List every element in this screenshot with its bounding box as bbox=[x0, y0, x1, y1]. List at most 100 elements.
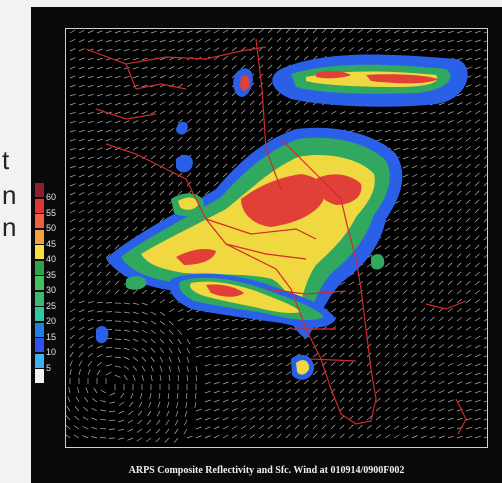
wind-barb bbox=[105, 320, 113, 322]
wind-barb bbox=[150, 181, 156, 187]
wind-barb bbox=[240, 345, 247, 349]
map-caption: ARPS Composite Reflectivity and Sfc. Win… bbox=[128, 465, 405, 476]
wind-barb bbox=[82, 425, 89, 430]
wind-barb bbox=[87, 174, 94, 178]
wind-barb bbox=[321, 37, 327, 43]
legend-swatch bbox=[35, 214, 44, 228]
wind-barb bbox=[148, 401, 152, 408]
wind-barb bbox=[447, 298, 453, 304]
wind-barb bbox=[123, 111, 130, 115]
wind-barb bbox=[483, 373, 487, 376]
wind-barb bbox=[447, 326, 454, 331]
wind-barb bbox=[411, 200, 418, 205]
wind-barb bbox=[213, 434, 220, 439]
wind-barb bbox=[411, 371, 417, 376]
wind-barb bbox=[114, 191, 121, 196]
wind-barb bbox=[141, 146, 148, 151]
wind-barb bbox=[128, 401, 134, 407]
wind-barb bbox=[114, 48, 121, 52]
wind-barb bbox=[222, 399, 229, 403]
wind-barb bbox=[312, 353, 319, 358]
wind-barb bbox=[393, 370, 399, 376]
wind-barb bbox=[483, 291, 487, 295]
wind-barb bbox=[222, 82, 228, 88]
wind-barb bbox=[87, 75, 94, 79]
wind-barb bbox=[357, 352, 363, 358]
wind-barb bbox=[420, 307, 426, 313]
wind-barb bbox=[465, 84, 472, 88]
wind-barb bbox=[150, 217, 156, 223]
wind-barb bbox=[456, 298, 462, 304]
wind-barb bbox=[447, 371, 454, 376]
wind-barb bbox=[213, 354, 220, 358]
wind-barb bbox=[447, 155, 454, 160]
wind-barb bbox=[137, 419, 143, 425]
wind-barb bbox=[249, 389, 256, 394]
wind-barb bbox=[420, 129, 427, 133]
wind-barb bbox=[276, 46, 282, 52]
wind-barb bbox=[348, 325, 354, 331]
wind-barb bbox=[303, 397, 309, 403]
wind-barb bbox=[339, 415, 345, 421]
wind-barb bbox=[456, 39, 463, 43]
wind-barb bbox=[285, 344, 292, 349]
wind-barb bbox=[240, 372, 247, 376]
wind-barb bbox=[474, 426, 481, 430]
wind-barb bbox=[474, 83, 481, 88]
wind-barb bbox=[474, 235, 480, 241]
legend-label: 35 bbox=[46, 269, 57, 280]
wind-barb bbox=[105, 138, 112, 142]
wind-barb bbox=[213, 381, 220, 385]
wind-barb bbox=[384, 361, 390, 367]
wind-barb bbox=[474, 390, 481, 394]
wind-barb bbox=[213, 47, 220, 52]
wind-barb bbox=[438, 289, 444, 295]
wind-barb bbox=[429, 325, 435, 331]
wind-barb bbox=[465, 417, 472, 421]
wind-barb bbox=[348, 308, 354, 313]
wind-barb bbox=[105, 371, 112, 376]
wind-barb bbox=[285, 397, 291, 403]
wind-barb bbox=[285, 109, 291, 115]
wind-barb bbox=[204, 390, 211, 394]
wind-barb bbox=[402, 307, 408, 313]
wind-barb bbox=[411, 425, 418, 430]
wind-barb bbox=[132, 146, 139, 151]
wind-barb bbox=[96, 30, 103, 34]
wind-barb bbox=[267, 327, 274, 331]
wind-barb bbox=[429, 217, 435, 223]
wind-barb bbox=[384, 388, 390, 394]
wind-barb bbox=[213, 56, 220, 61]
wind-barb bbox=[186, 327, 193, 331]
wind-barb bbox=[456, 372, 463, 376]
wind-barb bbox=[456, 217, 462, 223]
wind-barb bbox=[483, 173, 487, 178]
wind-barb bbox=[438, 426, 445, 430]
wind-barb bbox=[456, 226, 462, 232]
wind-barb bbox=[123, 146, 130, 151]
wind-barb bbox=[321, 335, 328, 340]
wind-barb bbox=[213, 426, 220, 430]
wind-barb bbox=[483, 273, 487, 277]
wind-barb bbox=[186, 30, 193, 34]
wind-barb bbox=[465, 253, 471, 259]
wind-barb bbox=[132, 75, 139, 79]
wind-barb bbox=[78, 352, 84, 358]
wind-barb bbox=[177, 356, 181, 363]
wind-barb bbox=[87, 289, 93, 295]
wind-barb bbox=[69, 218, 76, 223]
wind-barb bbox=[69, 254, 76, 259]
wind-barb bbox=[447, 426, 454, 430]
wind-barb bbox=[438, 39, 445, 43]
wind-barb bbox=[294, 406, 300, 412]
wind-barb bbox=[149, 392, 152, 399]
wind-barb bbox=[402, 174, 409, 178]
wind-barb bbox=[150, 190, 156, 196]
wind-barb bbox=[438, 199, 444, 205]
wind-barb bbox=[357, 29, 364, 34]
wind-barb bbox=[249, 407, 256, 412]
wind-barb bbox=[393, 120, 400, 124]
wind-barb bbox=[447, 390, 454, 394]
wind-barb bbox=[465, 289, 471, 295]
